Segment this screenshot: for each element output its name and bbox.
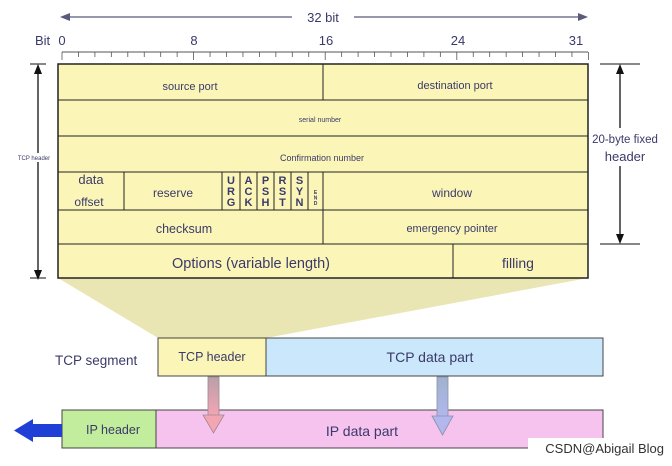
destination-port-field: destination port bbox=[417, 80, 492, 92]
segment-tcp-data: TCP data part bbox=[387, 349, 474, 365]
bit-ruler: 32 bit Bit 0 8 16 24 31 bbox=[35, 10, 589, 60]
filling-field: filling bbox=[502, 255, 534, 271]
fixed-header-label-line1: 20-byte fixed bbox=[592, 134, 658, 146]
bit-label: Bit bbox=[35, 33, 51, 48]
reserve-field: reserve bbox=[153, 186, 193, 200]
window-field: window bbox=[431, 186, 472, 200]
checksum-field: checksum bbox=[156, 222, 212, 236]
tcp-header-table: source port destination port serial numb… bbox=[57, 63, 589, 279]
ruler-left-arrow-icon bbox=[60, 13, 70, 21]
ip-header-box: IP header bbox=[86, 423, 140, 437]
data-offset-line2: offset bbox=[74, 195, 104, 209]
tick-label-16: 16 bbox=[319, 33, 333, 48]
tick-label-31: 31 bbox=[569, 33, 583, 48]
data-offset-line1: data bbox=[78, 172, 104, 187]
ruler-ticks bbox=[61, 52, 589, 60]
tcp-segment: TCP segment TCP header TCP data part bbox=[55, 337, 604, 377]
ip-data-box: IP data part bbox=[326, 423, 398, 439]
data-to-ip-arrow-icon bbox=[431, 376, 454, 436]
header-to-ip-arrow-icon bbox=[202, 376, 225, 434]
serial-number-field: serial number bbox=[299, 117, 342, 124]
send-left-arrow-icon bbox=[14, 419, 62, 442]
width-label: 32 bit bbox=[307, 10, 339, 25]
fixed-header-label-line2: header bbox=[605, 149, 646, 164]
watermark: CSDN@Abigail Blog bbox=[545, 441, 664, 456]
fixed-span-top-arrow-icon bbox=[616, 64, 624, 74]
fixed-header-span: 20-byte fixed header bbox=[590, 63, 664, 245]
confirmation-number-field: Confirmation number bbox=[280, 153, 364, 163]
ip-packet: IP header IP data part bbox=[61, 409, 604, 449]
tick-label-8: 8 bbox=[190, 33, 197, 48]
span-bottom-arrow-icon bbox=[34, 270, 42, 280]
fixed-span-bottom-arrow-icon bbox=[616, 234, 624, 244]
tcp-header-span: TCP header bbox=[14, 63, 54, 280]
source-port-field: source port bbox=[162, 81, 217, 93]
tick-label-24: 24 bbox=[451, 33, 465, 48]
tcp-header-side-label: TCP header bbox=[18, 156, 50, 162]
expansion-funnel bbox=[58, 278, 588, 338]
tcp-segment-label: TCP segment bbox=[55, 353, 138, 368]
tick-label-0: 0 bbox=[58, 33, 65, 48]
ruler-right-arrow-icon bbox=[578, 13, 588, 21]
options-field: Options (variable length) bbox=[172, 256, 330, 272]
span-top-arrow-icon bbox=[34, 64, 42, 74]
segment-tcp-header: TCP header bbox=[178, 350, 245, 364]
emergency-pointer-field: emergency pointer bbox=[406, 223, 497, 235]
